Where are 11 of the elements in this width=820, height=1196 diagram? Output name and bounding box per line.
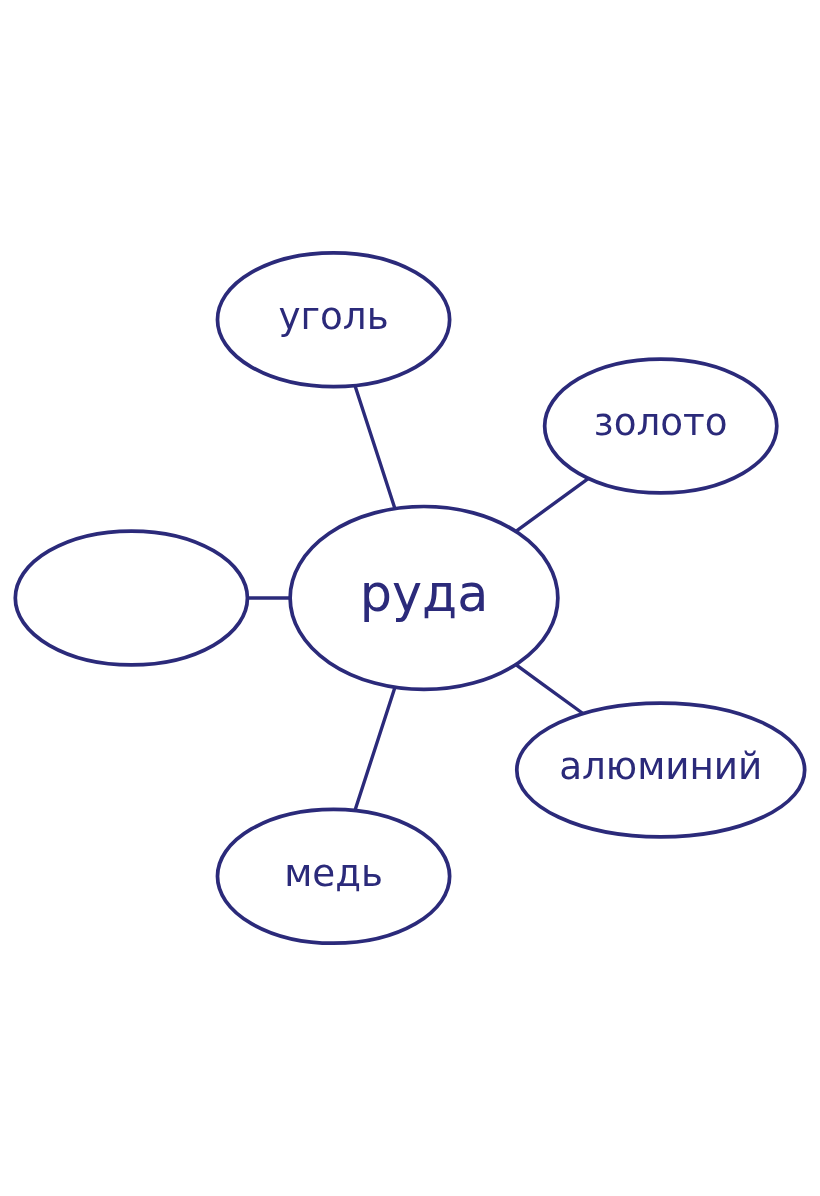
- connector: [515, 477, 590, 533]
- connector: [353, 687, 397, 811]
- node-ellipse: медь: [215, 807, 452, 946]
- connector: [515, 663, 584, 715]
- connector: [247, 596, 291, 600]
- node-ellipse: золото: [542, 357, 779, 495]
- node-ellipse: алюминий: [514, 701, 807, 839]
- node-ellipse: уголь: [215, 250, 452, 389]
- connector: [353, 385, 397, 509]
- node-ellipse: [13, 529, 250, 667]
- node-ellipse: руда: [288, 504, 560, 692]
